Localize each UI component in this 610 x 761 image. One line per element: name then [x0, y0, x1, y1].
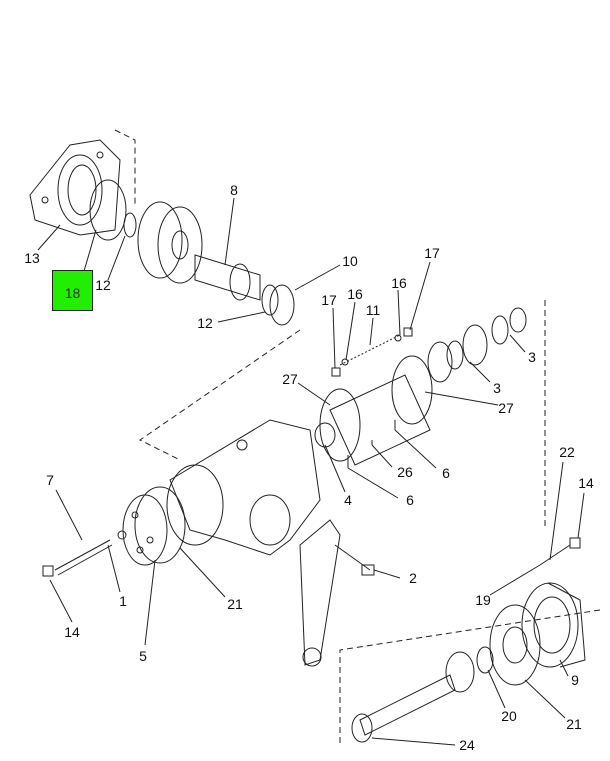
- callout-22[interactable]: 22: [559, 444, 575, 460]
- callout-10[interactable]: 10: [342, 253, 358, 269]
- callout-20[interactable]: 20: [501, 708, 517, 724]
- part-11-spring: [331, 327, 413, 377]
- part-3-seals: [427, 307, 527, 383]
- callout-7[interactable]: 7: [46, 472, 54, 488]
- callout-21[interactable]: 21: [227, 596, 243, 612]
- callout-27[interactable]: 27: [282, 371, 298, 387]
- part-12-ring: [123, 212, 137, 238]
- callout-26[interactable]: 26: [397, 464, 413, 480]
- part-5-cover: [122, 494, 168, 566]
- leader-lines: [37, 197, 585, 746]
- assembly-dashed-lines: [114, 129, 601, 745]
- main-gear-housing: [166, 419, 321, 556]
- callout-8[interactable]: 8: [230, 182, 238, 198]
- part-18-seal-ring: [89, 179, 127, 241]
- callout-6[interactable]: 6: [442, 465, 450, 481]
- callout-14[interactable]: 14: [64, 624, 80, 640]
- callout-9[interactable]: 9: [571, 672, 579, 688]
- callout-14[interactable]: 14: [578, 475, 594, 491]
- part-21-plate: [489, 604, 541, 686]
- part-27-cylinder: [314, 355, 433, 466]
- callout-18-label: 18: [64, 285, 81, 301]
- part-13-flange-housing: [29, 139, 121, 236]
- callout-12[interactable]: 12: [197, 315, 213, 331]
- part-7-bolt: [42, 530, 127, 577]
- part-9-end-cap: [521, 582, 586, 668]
- callout-11[interactable]: 11: [365, 302, 381, 318]
- callout-13[interactable]: 13: [24, 250, 40, 266]
- pitman-arm: [299, 519, 375, 667]
- part-21-gasket: [134, 486, 186, 564]
- callout-12[interactable]: 12: [95, 277, 111, 293]
- callout-3[interactable]: 3: [493, 380, 501, 396]
- part-20-seal: [445, 646, 494, 693]
- callout-16[interactable]: 16: [391, 275, 407, 291]
- callout-2[interactable]: 2: [409, 570, 417, 586]
- callout-17[interactable]: 17: [321, 292, 337, 308]
- callout-6[interactable]: 6: [406, 492, 414, 508]
- callout-3[interactable]: 3: [528, 349, 536, 365]
- callout-16[interactable]: 16: [347, 286, 363, 302]
- callout-5[interactable]: 5: [139, 648, 147, 664]
- callout-4[interactable]: 4: [344, 492, 352, 508]
- part-8-shaft: [194, 254, 261, 301]
- callout-24[interactable]: 24: [459, 737, 475, 753]
- part-gear: [137, 201, 203, 284]
- part-10-ring: [269, 284, 295, 326]
- callout-17[interactable]: 17: [424, 245, 440, 261]
- part-12-washer: [261, 284, 279, 316]
- callout-27[interactable]: 27: [498, 400, 514, 416]
- part-24-worm-shaft: [351, 674, 456, 743]
- callout-1[interactable]: 1: [119, 593, 127, 609]
- callout-21[interactable]: 21: [566, 716, 582, 732]
- part-22-pin: [539, 537, 581, 566]
- callout-19[interactable]: 19: [475, 592, 491, 608]
- highlighted-callout-18[interactable]: 18: [52, 270, 93, 311]
